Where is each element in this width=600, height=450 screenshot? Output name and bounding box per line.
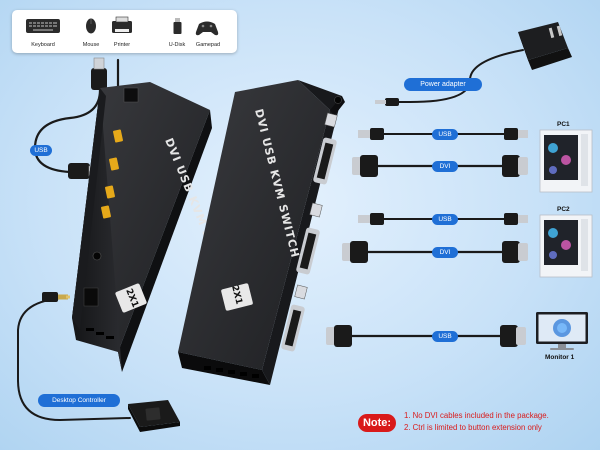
pc2-usb-label: USB bbox=[432, 214, 458, 225]
audio-plug bbox=[42, 292, 70, 302]
pc2-tower-icon bbox=[539, 214, 593, 278]
monitor-label: Monitor 1 bbox=[545, 354, 575, 361]
monitor-icon bbox=[536, 312, 588, 350]
mouse-icon bbox=[86, 18, 96, 34]
kvm-unit-back: DVI USB KVM SWITCH 2X1 bbox=[178, 80, 345, 385]
dvi-port-2 bbox=[296, 227, 320, 275]
power-cable bbox=[394, 49, 524, 103]
controller-cable bbox=[17, 297, 131, 422]
usb-connector-left-top bbox=[91, 57, 107, 90]
peripheral-label-printer: Printer bbox=[113, 42, 131, 48]
desktop-controller-label: Desktop Controller bbox=[38, 394, 120, 407]
kvm-unit-front: DVI USB KVM SWITCH 2X1 bbox=[72, 82, 232, 372]
pc1-usb-label: USB bbox=[432, 129, 458, 140]
pc1-tower-icon bbox=[539, 129, 593, 193]
peripheral-label-gamepad: Gamepad bbox=[195, 42, 221, 48]
peripherals-panel: Keyboard Mouse Printer U-Disk Gamepad bbox=[12, 10, 237, 53]
peripheral-icons bbox=[26, 16, 219, 36]
dvi-port-3 bbox=[281, 304, 305, 352]
pc1-dvi-cable bbox=[352, 155, 528, 177]
pc2-dvi-label: DVI bbox=[432, 247, 458, 258]
pc1-dvi-label: DVI bbox=[432, 161, 458, 172]
gamepad-icon bbox=[195, 21, 219, 36]
note-badge: Note: bbox=[358, 414, 396, 432]
dc-plug bbox=[375, 98, 399, 106]
monitor-cable bbox=[326, 325, 526, 347]
desktop-controller-device bbox=[128, 400, 180, 432]
note-line-2: 2. Ctrl is limited to button extension o… bbox=[404, 423, 542, 432]
monitor-usb-label: USB bbox=[432, 331, 458, 342]
peripheral-label-udisk: U-Disk bbox=[168, 42, 186, 48]
peripheral-label-keyboard: Keyboard bbox=[31, 42, 55, 48]
printer-icon bbox=[112, 16, 132, 33]
pc1-label: PC1 bbox=[557, 121, 570, 128]
power-adapter-icon bbox=[518, 22, 572, 70]
unit-back-badge: 2X1 bbox=[229, 284, 243, 305]
note-line-1: 1. No DVI cables included in the package… bbox=[404, 411, 549, 420]
usb-disk-icon bbox=[173, 18, 182, 34]
pc2-label: PC2 bbox=[557, 206, 570, 213]
power-adapter-label: Power adapter bbox=[404, 78, 482, 91]
peripheral-label-mouse: Mouse bbox=[82, 42, 100, 48]
keyboard-icon bbox=[26, 19, 60, 33]
dvi-port-1 bbox=[313, 137, 337, 185]
usb-label-left: USB bbox=[30, 145, 52, 156]
